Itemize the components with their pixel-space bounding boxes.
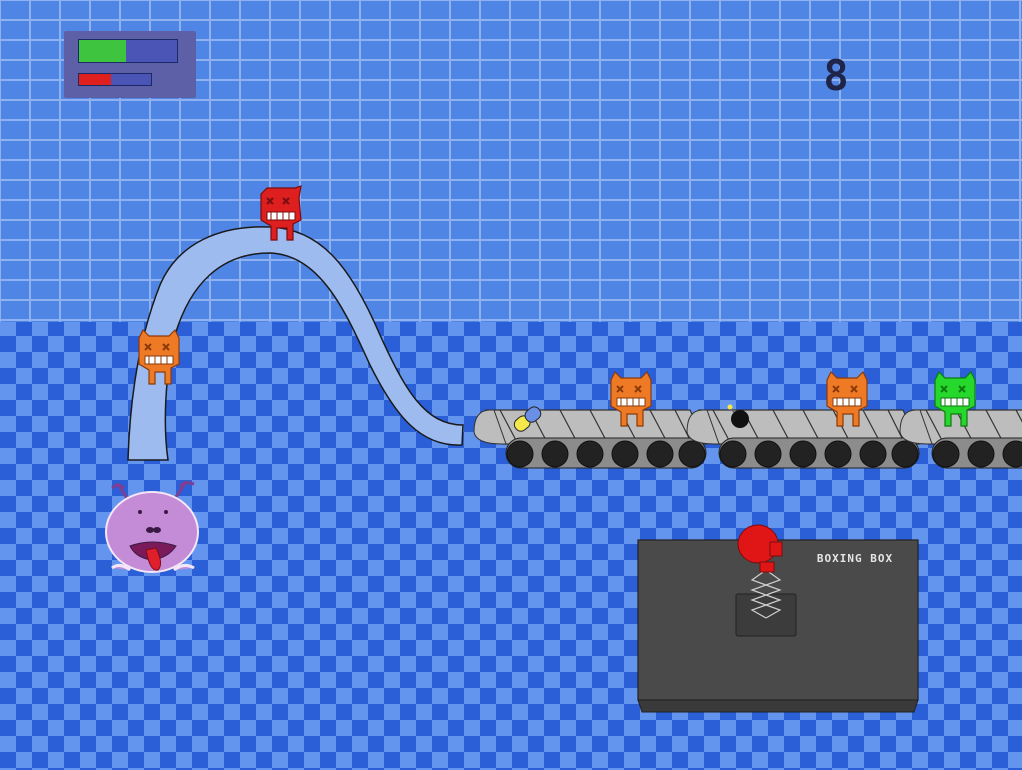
score-counter: 8 [823, 51, 849, 100]
slide [127, 226, 464, 461]
hud-panel [64, 31, 196, 98]
health-bar-fill [79, 40, 127, 62]
conveyor-belt [473, 409, 707, 469]
purple-bug-monster[interactable] [100, 476, 205, 576]
red-devil-monster [260, 185, 302, 241]
black-bomb [727, 404, 749, 428]
orange-devil-monster [138, 328, 180, 385]
yellow-blue-pill [513, 406, 542, 432]
orange-devil-monster [610, 370, 652, 427]
energy-bar-fill [79, 74, 112, 85]
green-devil-monster [934, 370, 976, 427]
energy-bar [78, 73, 152, 86]
health-bar [78, 39, 178, 63]
boxing-box[interactable] [636, 518, 922, 718]
boxing-box-label: BOXING BOX [816, 552, 894, 565]
slide-body [127, 226, 464, 461]
orange-devil-monster [826, 370, 868, 427]
conveyor-belts [473, 409, 1022, 469]
